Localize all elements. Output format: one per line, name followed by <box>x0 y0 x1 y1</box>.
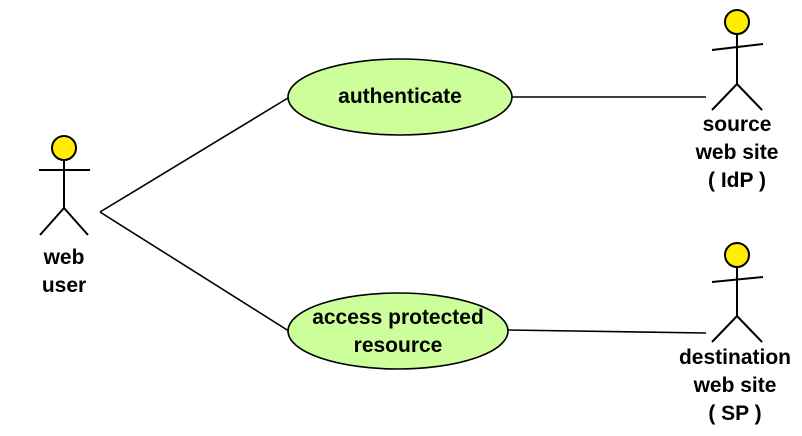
actor-destination-label-line2: web site <box>693 374 777 397</box>
assoc-access-sp <box>507 329 707 334</box>
actor-source-label-line1: source <box>702 113 772 136</box>
actor-source-label-line2: web site <box>695 141 779 164</box>
actor-destination-web-site-label: destination web site ( SP ) <box>668 344 802 428</box>
usecase-authenticate-label: authenticate <box>338 85 462 108</box>
usecase-access-protected-resource <box>287 292 509 370</box>
usecase-access-label: access protected resource <box>288 304 508 360</box>
actor-source-label-line3: ( IdP ) <box>708 169 766 192</box>
actor-web-user-label-line1: web <box>43 246 85 269</box>
actor-web-user <box>39 135 90 236</box>
assoc-user-authenticate <box>99 97 289 213</box>
actor-destination-web-site <box>711 242 764 343</box>
usecase-access-label-line2: resource <box>353 334 443 357</box>
actor-source-web-site <box>711 9 764 111</box>
actor-web-user-label-line2: user <box>41 274 87 297</box>
actor-destination-label-line3: ( SP ) <box>708 402 762 425</box>
assoc-user-access <box>99 211 293 334</box>
actor-destination-label-line1: destination <box>678 346 791 369</box>
actor-source-web-site-label: source web site ( IdP ) <box>672 111 802 195</box>
usecase-authenticate <box>287 58 513 136</box>
actor-web-user-label: web user <box>14 244 114 300</box>
usecase-access-label-line1: access protected <box>312 306 484 329</box>
